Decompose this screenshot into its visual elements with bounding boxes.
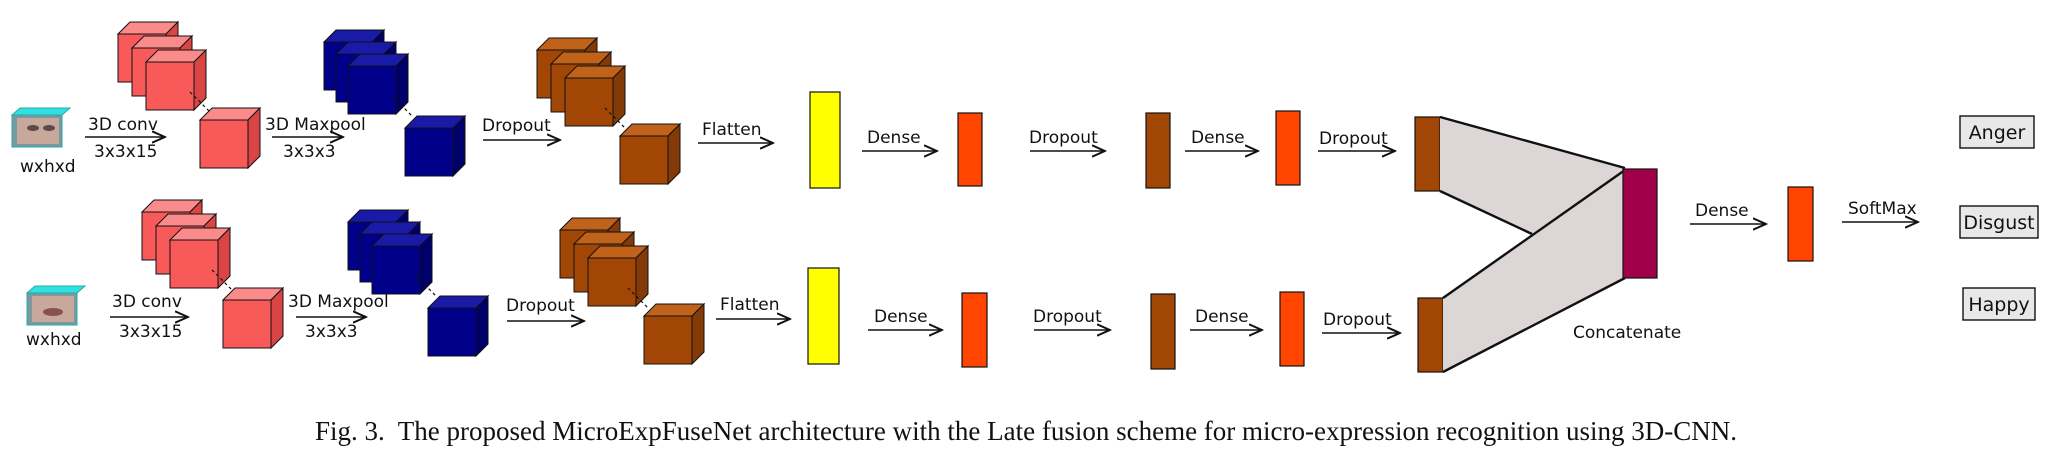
output-classes: Anger Disgust Happy <box>1959 115 2039 321</box>
dropout-block-bottom <box>559 217 705 365</box>
dense1-layer-bottom <box>961 292 988 368</box>
output-box <box>1959 205 2039 239</box>
dense2-label-bottom: Dense <box>1195 307 1249 327</box>
dropout3-layer-bottom <box>1417 297 1444 373</box>
input-image-top <box>10 107 72 148</box>
flatten-layer-bottom <box>807 267 840 365</box>
stream-bottom: wxhxd 3D conv 3x3x15 3D Maxpool 3x3x3 Dr… <box>25 199 1444 373</box>
pool-label-top: 3D Maxpool <box>265 115 366 135</box>
dropout-block-top <box>536 37 681 185</box>
dense1-layer-top <box>957 112 983 187</box>
dropout2-layer-bottom <box>1150 293 1176 370</box>
stream-top: wxhxd 3D conv 3x3x15 3D Maxpool 3x3x3 Dr… <box>10 21 1441 192</box>
dense2-label-top: Dense <box>1191 128 1245 148</box>
pool-label-bottom: 3D Maxpool <box>288 292 389 312</box>
dense2-layer-top <box>1275 110 1301 186</box>
fusion-dense-layer <box>1787 186 1814 262</box>
output-label: Anger <box>1969 122 2026 144</box>
maxpool-block-bottom <box>347 209 489 357</box>
conv-label-bottom: 3D conv <box>112 292 182 312</box>
input-label-bottom: wxhxd <box>26 330 82 350</box>
dropout3-label-top: Dropout <box>1319 129 1388 149</box>
dense1-label-top: Dense <box>867 128 921 148</box>
dense1-label-bottom: Dense <box>874 307 928 327</box>
output-box <box>1962 287 2036 321</box>
output-box <box>1959 115 2035 149</box>
pool-kernel-top: 3x3x3 <box>283 142 336 162</box>
flatten-layer-top <box>809 91 841 189</box>
dropout3-label-bottom: Dropout <box>1323 310 1392 330</box>
softmax-label: SoftMax <box>1848 199 1917 219</box>
output-label: Happy <box>1968 294 2029 316</box>
dropout2-label-bottom: Dropout <box>1033 307 1102 327</box>
conv-block-bottom <box>141 199 284 349</box>
dropout2-layer-top <box>1145 112 1171 189</box>
conv-label-top: 3D conv <box>88 115 158 135</box>
conv-kernel-top: 3x3x15 <box>94 142 157 162</box>
flatten-label-bottom: Flatten <box>720 295 779 315</box>
dropout3-layer-top <box>1414 116 1441 192</box>
fusion-dense-label: Dense <box>1695 201 1749 221</box>
conv-block-top <box>117 21 261 169</box>
pool-kernel-bottom: 3x3x3 <box>305 322 358 342</box>
dense2-layer-bottom <box>1279 291 1305 367</box>
dropout1-label-bottom: Dropout <box>506 296 575 316</box>
dropout1-label-top: Dropout <box>482 116 551 136</box>
input-label-top: wxhxd <box>20 157 76 177</box>
concatenate-layer <box>1622 168 1658 279</box>
input-image-bottom <box>25 285 87 326</box>
output-label: Disgust <box>1963 212 2034 234</box>
concatenate-label: Concatenate <box>1573 323 1681 343</box>
fusion-funnel <box>1440 117 1625 372</box>
maxpool-block-top <box>323 29 466 177</box>
figure-caption: Fig. 3. The proposed MicroExpFuseNet arc… <box>315 416 1737 446</box>
conv-kernel-bottom: 3x3x15 <box>119 322 182 342</box>
dropout2-label-top: Dropout <box>1029 128 1098 148</box>
flatten-label-top: Flatten <box>702 120 761 140</box>
fusion: Concatenate Dense SoftMax <box>1439 115 1918 374</box>
